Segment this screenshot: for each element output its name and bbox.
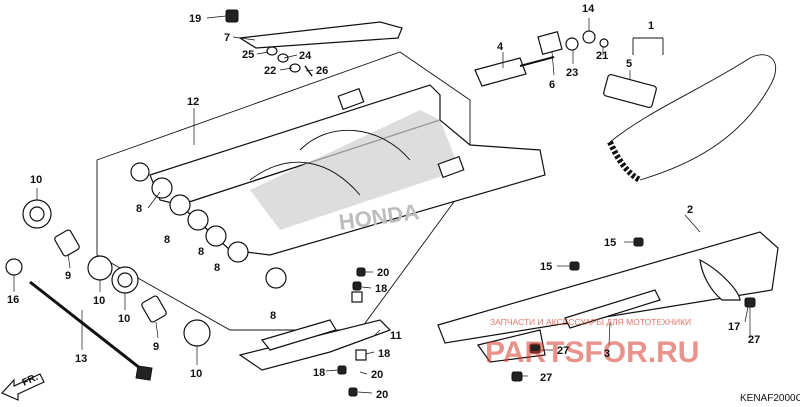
chain-adjuster-parts	[474, 30, 609, 87]
callout-2: 2	[687, 204, 693, 216]
callout-27-a: 27	[748, 334, 760, 346]
callout-18-c: 18	[313, 367, 325, 379]
callout-21: 21	[596, 50, 608, 62]
pivot-parts	[5, 199, 211, 347]
callout-14: 14	[582, 3, 595, 15]
chain-slider	[238, 291, 392, 371]
callout-10-c: 10	[118, 313, 130, 325]
callout-9-b: 9	[153, 341, 159, 353]
watermark-tagline: ЗАПЧАСТИ И АКСЕССУАРЫ ДЛЯ МОТОТЕХНИКИ	[490, 317, 691, 327]
callout-13: 13	[75, 353, 87, 365]
callout-20-b: 20	[371, 369, 383, 381]
callout-10-b: 10	[93, 295, 105, 307]
callout-17: 17	[728, 321, 740, 333]
callout-25: 25	[242, 49, 254, 61]
front-direction-arrow: FR.	[0, 372, 45, 401]
chain-case	[437, 231, 779, 363]
front-direction-label: FR.	[21, 372, 40, 389]
callout-15-b: 15	[540, 261, 552, 273]
callout-26: 26	[316, 65, 328, 77]
callout-27-c: 27	[540, 372, 552, 384]
callout-6: 6	[549, 79, 555, 91]
chain-guide-arm	[225, 9, 403, 77]
swingarm-group-outline	[96, 51, 471, 331]
pivot-bolt	[29, 280, 153, 381]
diagram-code: KENAF2000C	[740, 393, 800, 404]
drive-chain	[603, 37, 776, 183]
callout-19: 19	[189, 13, 201, 25]
callout-7: 7	[224, 32, 230, 44]
callout-16: 16	[7, 294, 19, 306]
callout-8-c: 8	[198, 246, 204, 258]
fasteners	[337, 237, 756, 397]
callout-1: 1	[648, 20, 654, 32]
callout-10-a: 10	[30, 174, 42, 186]
callout-10-d: 10	[190, 368, 202, 380]
callout-23: 23	[566, 67, 578, 79]
callout-12: 12	[187, 96, 199, 108]
callout-15-a: 15	[604, 237, 616, 249]
callout-11: 11	[390, 330, 402, 342]
callout-18-b: 18	[378, 348, 390, 360]
callout-18-a: 18	[375, 283, 387, 295]
callout-8-d: 8	[214, 262, 220, 274]
callout-4: 4	[497, 41, 504, 53]
callout-9-a: 9	[65, 270, 71, 282]
bushing-column	[130, 162, 287, 289]
callout-20-c: 20	[376, 389, 388, 401]
callout-8-a: 8	[136, 203, 142, 215]
callout-5: 5	[626, 58, 632, 70]
watermark-brand: PARTSFOR.RU	[485, 336, 699, 369]
callout-8-b: 8	[164, 234, 170, 246]
callout-3: 3	[604, 348, 610, 360]
callout-22: 22	[264, 65, 276, 77]
callout-20-a: 20	[377, 267, 389, 279]
callout-27-b: 27	[557, 345, 569, 357]
leader-lines	[13, 15, 751, 394]
callout-24: 24	[299, 50, 312, 62]
callout-8-e: 8	[270, 310, 276, 322]
swingarm: HONDA	[149, 84, 546, 256]
